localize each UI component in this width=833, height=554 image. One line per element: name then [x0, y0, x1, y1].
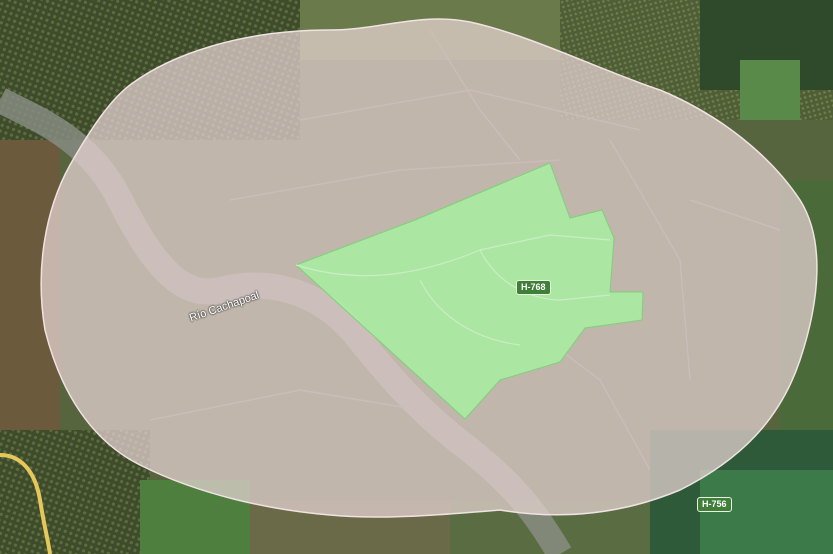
- field: [700, 470, 833, 554]
- road-badge-h756: H-756: [697, 497, 732, 512]
- parcel-polygon[interactable]: [295, 162, 644, 420]
- field-boundaries: [149, 29, 781, 471]
- field: [740, 60, 800, 120]
- road-badge-h768: H-768: [516, 280, 551, 295]
- regional-road: [0, 453, 52, 554]
